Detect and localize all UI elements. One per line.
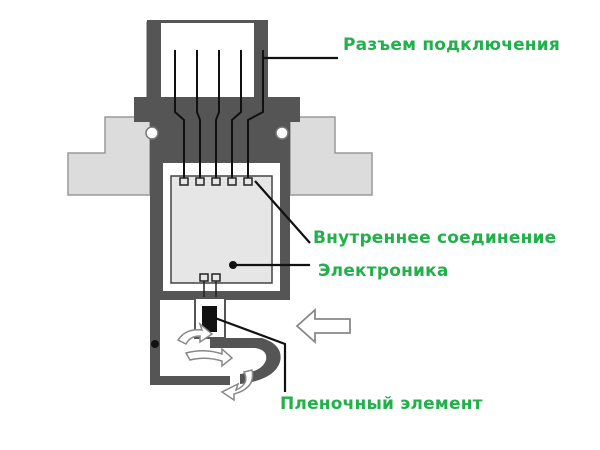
- film-element: [202, 306, 217, 332]
- o-ring-left: [145, 126, 159, 140]
- chip-pad: [243, 177, 253, 186]
- leader-internal-connection: [254, 180, 311, 244]
- label-film-element: Пленочный элемент: [280, 394, 483, 414]
- leader-film-element: [214, 316, 287, 392]
- chip-top-pads: [179, 177, 253, 186]
- mounting-flange-left: [67, 116, 151, 196]
- chip-pad: [211, 273, 221, 282]
- bypass-channel: [150, 297, 281, 385]
- label-connector: Разъем подключения: [343, 35, 560, 55]
- electronics-marker: [229, 261, 237, 269]
- electronics-chip: [170, 175, 273, 284]
- leader-lines: [214, 56, 338, 392]
- chip-pad: [227, 177, 237, 186]
- mounting-flange-right: [289, 116, 373, 196]
- chip-pad: [211, 177, 221, 186]
- chip-pad: [195, 177, 205, 186]
- connector-pin: [247, 50, 264, 180]
- connector-pin: [215, 50, 220, 180]
- sensor-body: [134, 97, 300, 300]
- curved-arrow-icon: [220, 369, 254, 402]
- arrow-left-icon: [295, 307, 351, 345]
- connector-pin: [174, 50, 185, 180]
- connector-housing: [146, 20, 268, 103]
- o-ring-right: [275, 126, 289, 140]
- chip-pad: [199, 273, 209, 282]
- connector-pin: [231, 50, 242, 180]
- label-electronics: Электроника: [318, 261, 449, 281]
- connector-pin: [196, 50, 201, 180]
- connector-pins: [174, 50, 264, 180]
- chip-pad: [179, 177, 189, 186]
- curved-arrow-icon: [176, 321, 214, 346]
- curved-arrow-icon: [184, 347, 234, 368]
- label-internal-connection: Внутреннее соединение: [313, 228, 557, 248]
